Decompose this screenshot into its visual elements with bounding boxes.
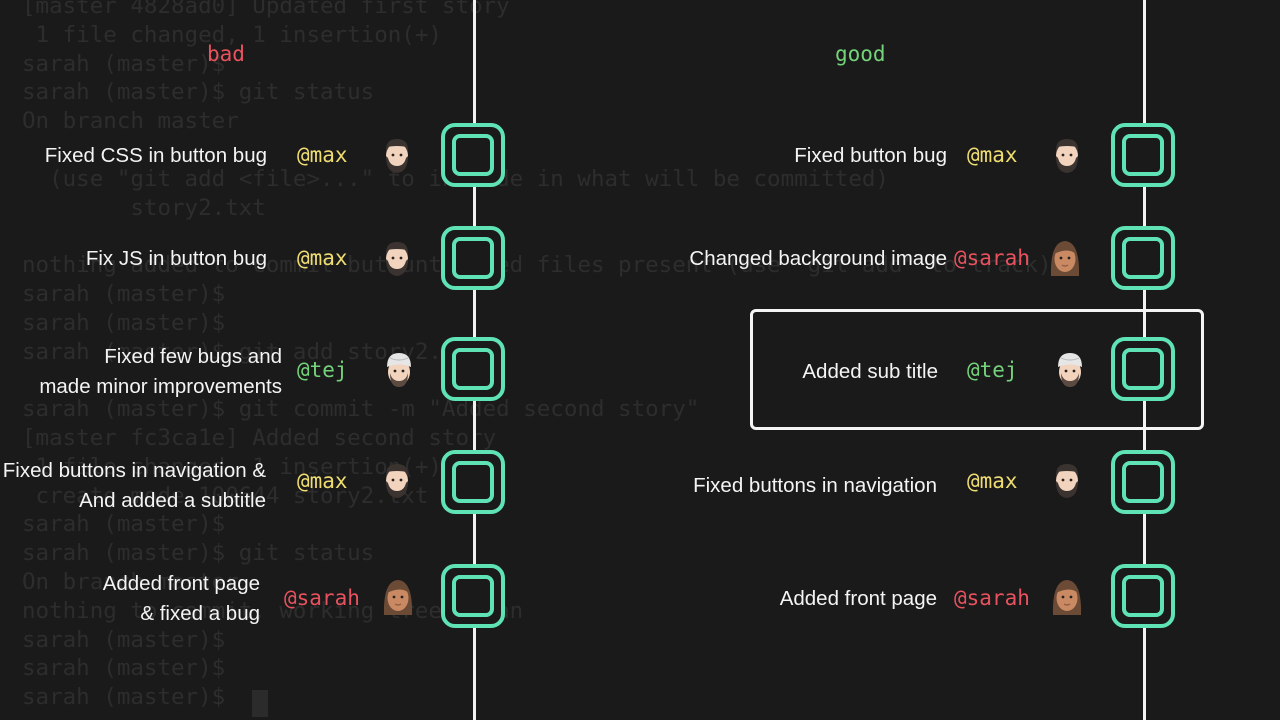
commit-message: Changed background image xyxy=(689,247,947,270)
commit-author: @tej xyxy=(967,358,1018,382)
woman-avatar-icon xyxy=(383,580,413,615)
commit-message: Fixed buttons in navigation xyxy=(693,474,937,497)
terminal-line: 1 file changed, 1 insertion(+) xyxy=(22,453,442,480)
terminal-line: sarah (master)$ git status xyxy=(22,540,375,567)
commit-author: @tej xyxy=(297,358,348,382)
terminal-line: sarah (master)$ git add story2.txt xyxy=(22,338,483,365)
terminal-line: sarah (master)$ xyxy=(22,309,226,336)
commit-author: @max xyxy=(297,469,348,493)
commit-message: Fix JS in button bug xyxy=(85,247,267,270)
man-beard-avatar-icon xyxy=(1056,139,1078,173)
commit-node[interactable] xyxy=(1111,450,1175,514)
commit-node[interactable] xyxy=(1111,123,1175,187)
terminal-line: On branch master xyxy=(22,568,239,595)
commit-node[interactable] xyxy=(1111,337,1175,401)
man-beard-avatar-icon xyxy=(386,242,408,276)
commit-node[interactable] xyxy=(441,226,505,290)
terminal-line: sarah (master)$ git status xyxy=(22,79,375,106)
background-terminal: [master 4828ad0] Updated first story 1 f… xyxy=(22,0,1052,712)
commit-node[interactable] xyxy=(441,450,505,514)
terminal-line: sarah (master)$ xyxy=(22,50,226,77)
commit-author: @sarah xyxy=(284,586,360,610)
highlight-box xyxy=(750,309,1204,430)
terminal-cursor xyxy=(252,690,268,717)
terminal-line: [master fc3ca1e] Added second story xyxy=(22,424,497,451)
man-turban-avatar-icon xyxy=(387,353,411,387)
terminal-line: sarah (master)$ xyxy=(22,684,226,711)
commit-author: @max xyxy=(967,143,1018,167)
commit-author: @max xyxy=(297,246,348,270)
commit-author: @sarah xyxy=(954,246,1030,270)
terminal-line: sarah (master)$ xyxy=(22,626,226,653)
terminal-line: sarah (master)$ xyxy=(22,655,226,682)
commit-node[interactable] xyxy=(441,337,505,401)
commit-node[interactable] xyxy=(441,123,505,187)
terminal-line: 1 file changed, 1 insertion(+) xyxy=(22,21,442,48)
commit-author: @max xyxy=(967,469,1018,493)
commit-node[interactable] xyxy=(1111,226,1175,290)
terminal-line: sarah (master)$ xyxy=(22,511,226,538)
commit-author: @sarah xyxy=(954,586,1030,610)
woman-avatar-icon xyxy=(1052,580,1082,615)
man-beard-avatar-icon xyxy=(386,139,408,173)
woman-avatar-icon xyxy=(1050,241,1080,276)
commit-message: Fixed buttons in navigation & And added … xyxy=(2,459,266,512)
good-heading: good xyxy=(835,42,886,66)
commit-message: Added front page & fixed a bug xyxy=(102,572,260,625)
man-beard-avatar-icon xyxy=(1056,464,1078,498)
commit-node[interactable] xyxy=(1111,564,1175,628)
terminal-line: story2.txt xyxy=(22,194,266,221)
man-turban-avatar-icon xyxy=(1058,353,1082,387)
commit-node[interactable] xyxy=(441,564,505,628)
terminal-line: [master 4828ad0] Updated first story xyxy=(22,0,510,19)
commit-message: Added front page xyxy=(779,587,937,610)
commit-message: Fixed few bugs and made minor improvemen… xyxy=(39,345,282,398)
bad-heading: bad xyxy=(207,42,245,66)
man-beard-avatar-icon xyxy=(386,464,408,498)
commit-author: @max xyxy=(297,143,348,167)
commit-message: Fixed button bug xyxy=(794,144,947,167)
terminal-line: sarah (master)$ xyxy=(22,280,226,307)
commit-message: Added sub title xyxy=(802,360,938,383)
commit-message: Fixed CSS in button bug xyxy=(44,144,267,167)
terminal-line: On branch master xyxy=(22,108,239,135)
terminal-line: sarah (master)$ git commit -m "Added sec… xyxy=(22,396,700,423)
